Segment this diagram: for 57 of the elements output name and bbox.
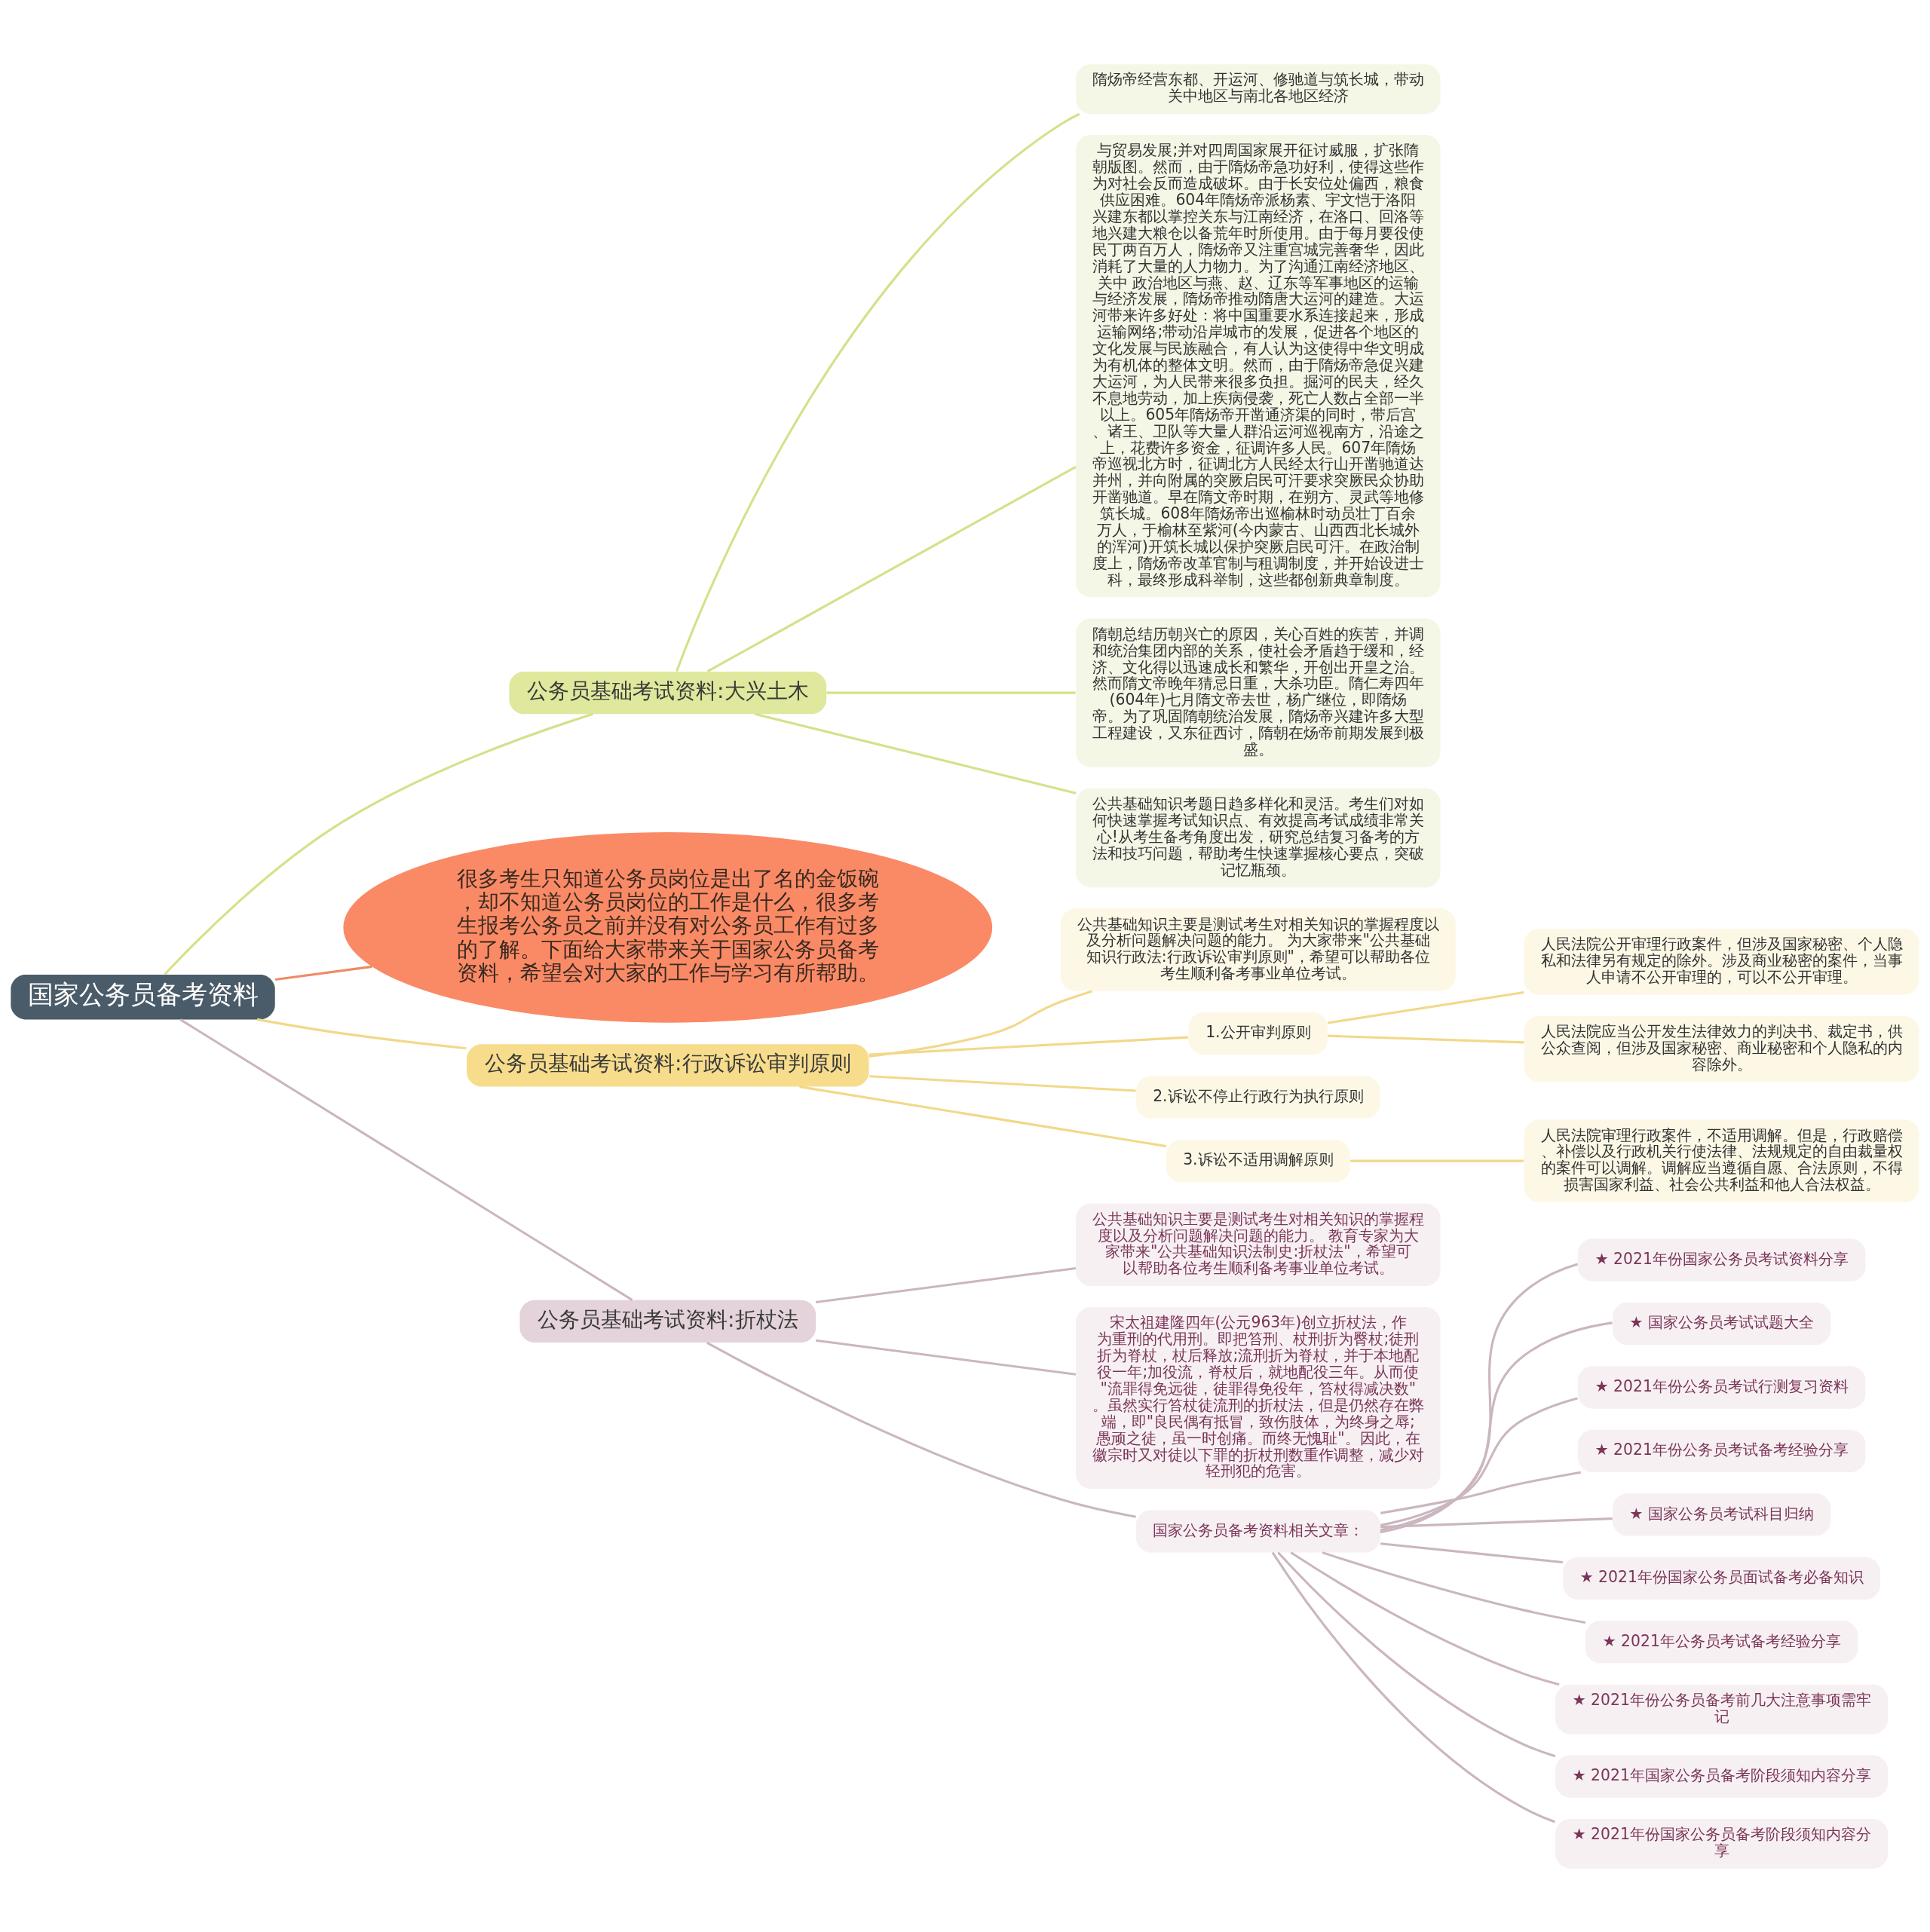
node-box: ★ 2021年份公务员备考前几大注意事项需牢记: [1555, 1684, 1889, 1734]
node-box: ★ 2021年份公务员考试行测复习资料: [1577, 1365, 1866, 1409]
node-box: ★ 2021年份国家公务员备考阶段须知内容分享: [1555, 1818, 1889, 1869]
node-box: 2.诉讼不停止行政行为执行原则: [1135, 1076, 1380, 1119]
connector: [1322, 1551, 1586, 1624]
node-box: 人民法院审理行政案件，不适用调解。但是，行政赔偿、补偿以及行政机关行使法律、法规规定的自由裁量权的案件可以调解。调解应当遵循自愿、合法原则，不得损害国家利益、社会公共利益和他人合法权益。: [1524, 1119, 1919, 1202]
connector: [274, 965, 372, 981]
connector: [1328, 1034, 1524, 1043]
node-box: 人民法院应当公开发生法律效力的判决书、裁定书，供公众查阅，但涉及国家秘密、商业秘密和个人隐私的内容除外。: [1524, 1015, 1919, 1082]
node-box: 公共基础知识考题日趋多样化和灵活。考生们对如何快速掌握考试知识点、有效提高考试成绩非常关心!从考生备考角度出发，研究总结复习备考的方法和技巧问题，帮助考生快速掌握核心要点，突破记忆瓶颈。: [1076, 788, 1441, 887]
node-box: 公务员基础考试资料:折杖法: [519, 1300, 816, 1343]
node-box: 国家公务员备考资料: [11, 974, 275, 1019]
connector: [826, 691, 1076, 694]
node-box: ★ 2021年份公务员考试备考经验分享: [1577, 1429, 1866, 1472]
node-box: 公共基础知识主要是测试考生对相关知识的掌握程度以及分析问题解决问题的能力。 教育专家为大家带来"公共基础知识法制史:折杖法"，希望可以帮助各位考生顺利备考事业单位考试。: [1076, 1202, 1441, 1286]
connector: [1271, 1551, 1556, 1823]
connector: [706, 1341, 1136, 1518]
connector: [1350, 1159, 1524, 1162]
connector: [256, 1018, 467, 1049]
node-box: 1.公开审判原则: [1188, 1012, 1328, 1055]
connector: [1380, 1263, 1579, 1533]
connector: [179, 1018, 633, 1301]
node-box: 隋朝总结历朝兴亡的原因，关心百姓的疾苦，并调和统治集团内部的关系，使社会矛盾趋于缓和，经济、文化得以迅速成长和繁华，开创出开皇之治。然而隋文帝晚年猜忌日重，大杀功臣。隋仁寿四年(604年)七月隋文帝去世，杨广继位，即隋炀帝。为了巩固隋朝统治发展，隋炀帝兴建许多大型工程建设，又东征西讨，隋朝在炀帝前期发展到极盛。: [1076, 618, 1441, 767]
node-box: 公共基础知识主要是测试考生对相关知识的掌握程度以及分析问题解决问题的能力。 为大家带来"公共基础知识行政法:行政诉讼审判原则"，希望可以帮助各位考生顺利备考事业单位考试。: [1060, 908, 1456, 991]
connector: [1380, 1471, 1582, 1514]
node-box: 人民法院公开审理行政案件，但涉及国家秘密、个人隐私和法律另有规定的除外。涉及商业秘密的案件，当事人申请不公开审理的，可以不公开审理。: [1524, 928, 1919, 995]
node-box: 与贸易发展;并对四周国家展开征讨威服，扩张隋朝版图。然而，由于隋炀帝急功好利，使得这些作为对社会反而造成破坏。由于长安位处偏西，粮食供应困难。604年隋炀帝派杨素、宇文恺于洛阳兴建东都以掌控关东与江南经济，在洛口、回洛等地兴建大粮仓以备荒年时所使用。由于每月要役使民丁两百万人，隋炀帝又注重宫城完善奢华，因此消耗了大量的人力物力。为了沟通江南经济地区、关中 政治地区与燕、赵、辽东等军事地区的运输与经济发展，隋炀帝推动隋唐大运河的建造。大运河带来许多好处：将中国重要水系连接起来，形成运输网络;带动沿岸城市的发展，促进各个地区的文化发展与民族融合，有人认为这使得中华文明成为有机体的整体文明。然而，由于隋炀帝急促兴建大运河，为人民带来很多负担。掘河的民夫，经久不息地劳动，加上疾病侵袭，死亡人数占全部一半以上。605年隋炀帝开凿通济渠的同时，带后宫、诸王、卫队等大量人群沿运河巡视南方，沿途之上，花费许多资金，征调许多人民。607年隋炀帝巡视北方时，征调北方人民经太行山开凿驰道达并州，并向附属的突厥启民可汗要求突厥民众协助开凿驰道。早在隋文帝时期，在朔方、灵武等地修筑长城。608年隋炀帝出巡榆林时动员壮丁百余万人，于榆林至紫河(今内蒙古、山西西北长城外的浑河)开筑长城以保护突厥启民可汗。在政治制度上，隋炀帝改革官制与租调制度，并开始设进士科，最终形成科举制，这些都创新典章制度。: [1076, 134, 1441, 597]
connector: [1380, 1397, 1578, 1526]
connector: [676, 112, 1080, 672]
connector: [1328, 990, 1524, 1024]
node-ellipse: 很多考生只知道公务员岗位是出了名的金饭碗，却不知道公务员岗位的工作是什么，很多考生报考公务员之前并没有对公务员工作有过多的了解。下面给大家带来关于国家公务员备考资料，希望会对大家的工作与学习有所帮助。: [343, 831, 993, 1023]
node-box: ★ 国家公务员考试科目归纳: [1612, 1493, 1831, 1536]
connector: [868, 989, 1092, 1058]
connector: [868, 1074, 1136, 1092]
connector: [815, 1339, 1077, 1376]
connector: [815, 1266, 1077, 1303]
connector: [164, 712, 593, 975]
node-box: 隋炀帝经营东都、开运河、修驰道与筑长城，带动关中地区与南北各地区经济: [1076, 63, 1441, 114]
connector: [755, 712, 1077, 795]
node-box: 国家公务员备考资料相关文章：: [1135, 1509, 1380, 1552]
node-box: 宋太祖建隆四年(公元963年)创立折杖法，作为重刑的代用刑。即把笞刑、杖刑折为臀杖;徒刑折为脊杖，杖后释放;流刑折为脊杖，并于本地配役一年;加役流，脊杖后，就地配役三年。从而使"流罪得免远徙，徒罪得免役年，笞杖得减决数"。虽然实行笞杖徒流刑的折杖法，但是仍然存在弊端，即"良民偶有抵冒，致伤肢体，为终身之辱;愚顽之徒，虽一时创痛。而终无愧耻"。因此，在徽宗时又对徒以下罪的折杖刑数重作调整，减少对轻刑犯的危害。: [1076, 1306, 1441, 1489]
node-box: ★ 国家公务员考试试题大全: [1612, 1302, 1831, 1345]
connector: [706, 465, 1077, 672]
node-box: ★ 2021年国家公务员备考阶段须知内容分享: [1555, 1755, 1889, 1798]
connector: [1380, 1517, 1613, 1528]
connector: [868, 1036, 1189, 1056]
node-box: ★ 2021年份国家公务员面试备考必备知识: [1563, 1557, 1881, 1600]
node-box: 公务员基础考试资料:行政诉讼审判原则: [467, 1043, 869, 1087]
node-box: ★ 2021年公务员考试备考经验分享: [1585, 1620, 1858, 1664]
connector: [1380, 1542, 1564, 1563]
node-box: 3.诉讼不适用调解原则: [1166, 1139, 1350, 1182]
node-box: 公务员基础考试资料:大兴土木: [509, 671, 827, 714]
connector: [1380, 1321, 1613, 1531]
connector: [1290, 1551, 1560, 1686]
node-box: ★ 2021年份国家公务员考试资料分享: [1577, 1238, 1866, 1281]
connector: [799, 1085, 1166, 1147]
connector: [1277, 1551, 1556, 1757]
